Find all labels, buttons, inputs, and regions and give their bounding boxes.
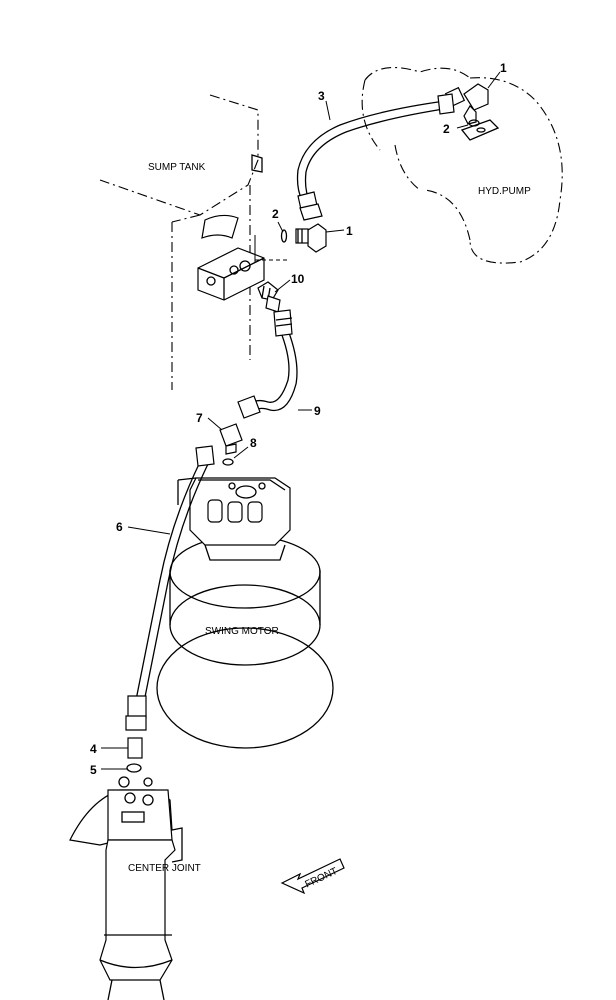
callout-4: 4 (90, 742, 97, 756)
fitting-7 (219, 423, 243, 455)
callout-8: 8 (250, 436, 257, 450)
callout-2-tank: 2 (272, 207, 279, 221)
hyd-pump-label: HYD.PUMP (478, 186, 531, 197)
swing-motor: SWING MOTOR (156, 477, 334, 749)
o-ring-tank (280, 229, 288, 243)
tank-port-block (197, 235, 290, 301)
hose-9 (237, 309, 298, 419)
elbow-fitting-tank (295, 223, 327, 253)
hydraulic-pump: HYD.PUMP (361, 66, 563, 264)
callout-2-pump: 2 (443, 122, 450, 136)
center-joint-label: CENTER JOINT (128, 863, 201, 874)
elbow-fitting-10 (257, 281, 281, 313)
o-ring-8 (222, 458, 234, 466)
hose-6 (125, 445, 215, 731)
callout-9: 9 (314, 404, 321, 418)
sump-tank-label: SUMP TANK (148, 162, 206, 173)
fitting-4 (127, 737, 143, 759)
front-direction-arrow: FRONT (280, 858, 345, 895)
callouts: 1 2 3 2 1 10 9 7 8 6 4 5 (90, 61, 507, 777)
callout-5: 5 (90, 763, 97, 777)
swing-motor-label: SWING MOTOR (205, 626, 279, 637)
center-joint: CENTER JOINT (69, 776, 201, 1000)
callout-10: 10 (291, 272, 305, 286)
callout-1-pump: 1 (500, 61, 507, 75)
tank-suction-stub (201, 214, 239, 239)
leader-lines (101, 71, 501, 770)
callout-3: 3 (318, 89, 325, 103)
o-ring-5 (126, 763, 142, 773)
callout-7: 7 (196, 411, 203, 425)
hose-3 (296, 93, 455, 221)
o-ring-pump (460, 119, 500, 141)
callout-6: 6 (116, 520, 123, 534)
sump-tank: SUMP TANK (99, 94, 263, 390)
callout-1-tank: 1 (346, 224, 353, 238)
